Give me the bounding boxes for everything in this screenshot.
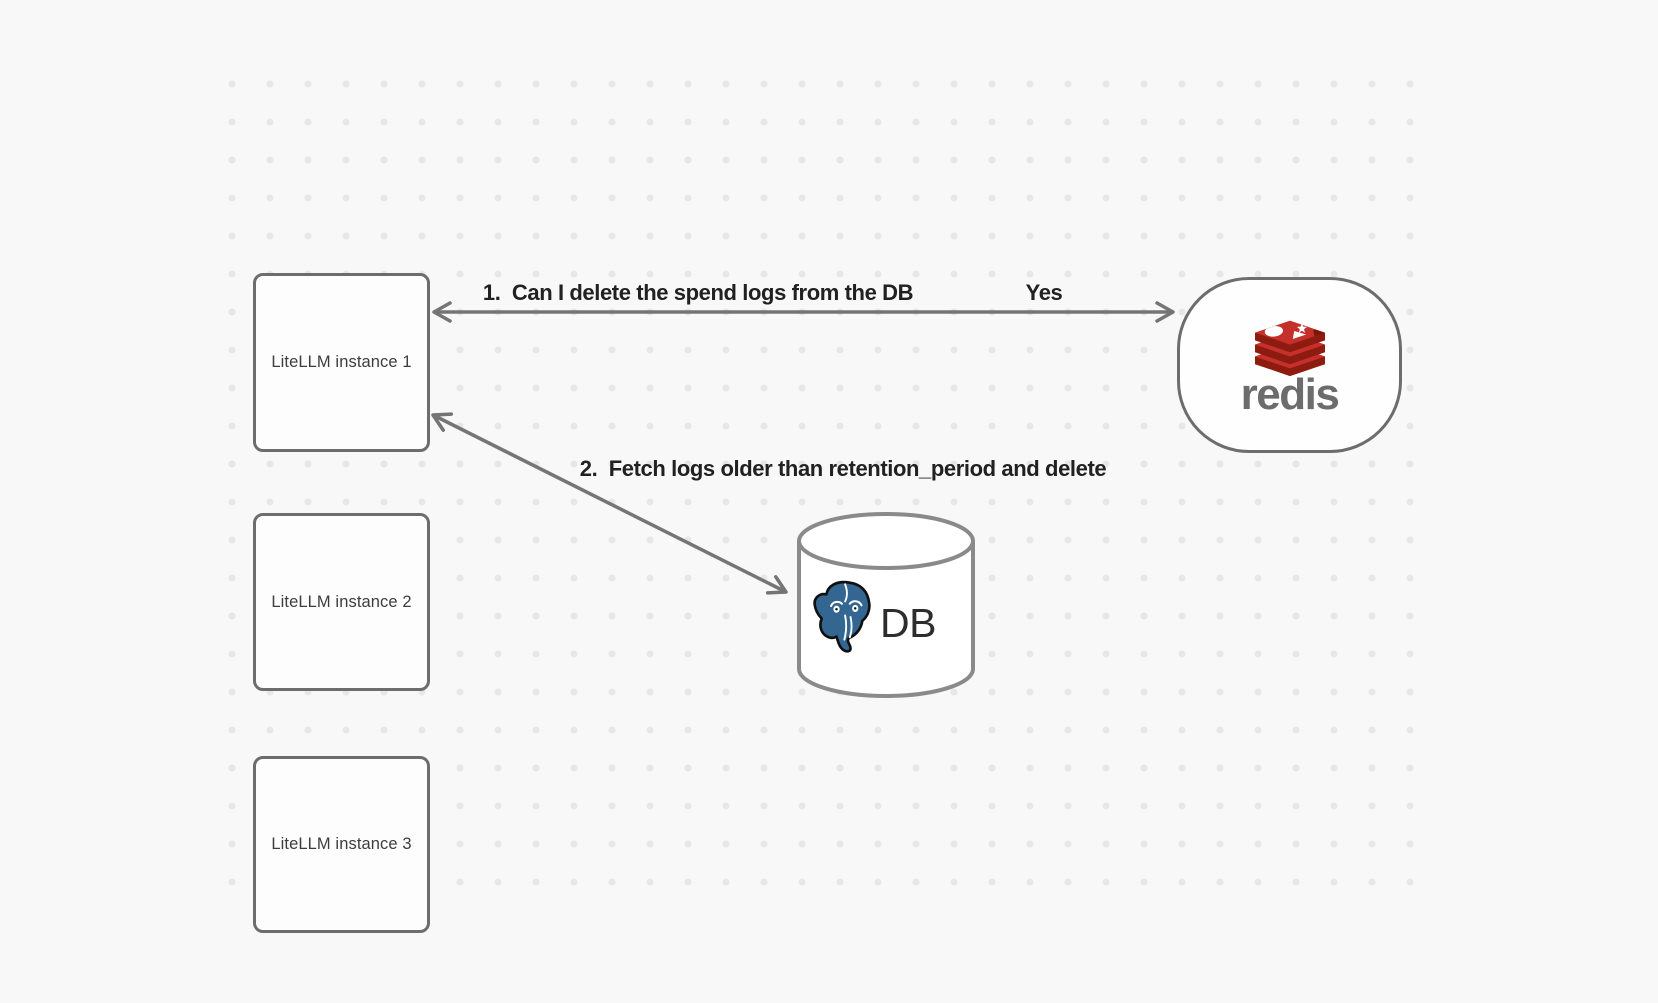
node-litellm-instance-3: LiteLLM instance 3 <box>253 756 430 933</box>
edge2-action-label: 2. Fetch logs older than retention_perio… <box>579 456 1107 481</box>
edge1-question-label: 1. Can I delete the spend logs from the … <box>482 280 914 305</box>
node-db: DB <box>795 508 977 704</box>
redis-logo-icon <box>1254 321 1325 377</box>
node-litellm-instance-2: LiteLLM instance 2 <box>253 513 430 691</box>
node-litellm-instance-1: LiteLLM instance 1 <box>253 273 430 452</box>
node-label: LiteLLM instance 1 <box>271 353 412 371</box>
redis-wordmark: redis <box>1240 370 1340 420</box>
edge1-response-label: Yes <box>1025 280 1063 305</box>
node-redis: redis <box>1177 277 1402 453</box>
node-label: LiteLLM instance 3 <box>271 835 412 853</box>
database-cylinder-icon <box>797 512 975 698</box>
db-node-label: DB <box>880 600 936 646</box>
postgresql-logo-icon <box>813 580 871 653</box>
node-label: LiteLLM instance 2 <box>271 592 412 611</box>
